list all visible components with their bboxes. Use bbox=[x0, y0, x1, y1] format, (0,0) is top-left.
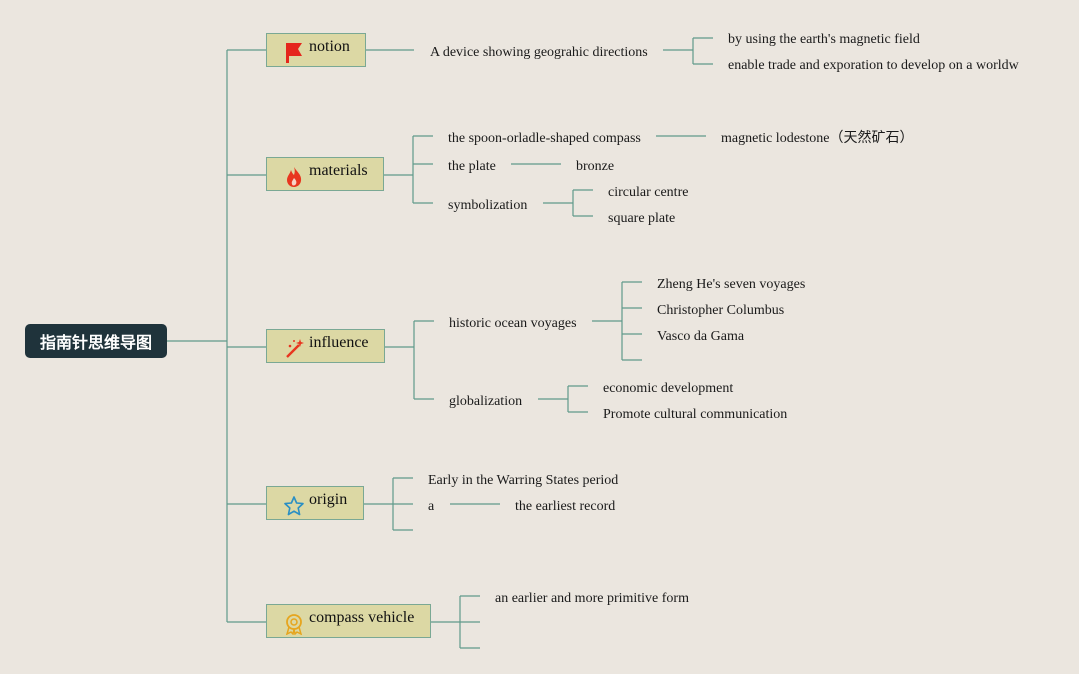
node-the-plate[interactable]: the plate bbox=[448, 159, 496, 174]
node-voyage[interactable]: Christopher Columbus bbox=[657, 303, 785, 318]
topic-origin[interactable]: origin bbox=[266, 486, 364, 520]
node-notion-detail[interactable]: enable trade and exporation to develop o… bbox=[728, 58, 1019, 73]
flag-icon bbox=[283, 42, 305, 64]
topic-label: compass vehicle bbox=[309, 609, 415, 626]
topic-notion[interactable]: notion bbox=[266, 33, 366, 67]
topic-label: origin bbox=[309, 491, 348, 508]
topic-compass-vehicle[interactable]: compass vehicle bbox=[266, 604, 431, 638]
node-primitive-form[interactable]: an earlier and more primitive form bbox=[495, 591, 689, 606]
magic-wand-icon bbox=[283, 338, 305, 360]
node-earliest-record[interactable]: the earliest record bbox=[515, 499, 616, 514]
root-topic[interactable]: 指南针思维导图 bbox=[25, 324, 167, 358]
node-warring-states[interactable]: Early in the Warring States period bbox=[428, 473, 619, 488]
node-notion-definition[interactable]: A device showing geograhic directions bbox=[430, 45, 648, 60]
star-icon bbox=[283, 495, 305, 517]
node-ocean-voyages[interactable]: historic ocean voyages bbox=[449, 316, 577, 331]
node-bronze[interactable]: bronze bbox=[576, 159, 615, 174]
node-magnetic-lodestone[interactable]: magnetic lodestone（天然矿石） bbox=[721, 131, 914, 146]
root-label: 指南针思维导图 bbox=[39, 333, 152, 352]
topic-label: notion bbox=[309, 38, 350, 55]
node-notion-detail[interactable]: by using the earth's magnetic field bbox=[728, 32, 920, 47]
node-symbol[interactable]: square plate bbox=[608, 211, 676, 226]
node-symbol[interactable]: circular centre bbox=[608, 185, 689, 200]
node-a[interactable]: a bbox=[428, 499, 435, 514]
topic-label: influence bbox=[309, 334, 369, 351]
node-globalization-item[interactable]: Promote cultural communication bbox=[603, 407, 788, 422]
node-globalization[interactable]: globalization bbox=[449, 394, 523, 409]
medal-icon bbox=[283, 613, 305, 635]
topic-influence[interactable]: influence bbox=[266, 329, 385, 363]
node-voyage[interactable]: Zheng He's seven voyages bbox=[657, 277, 806, 292]
node-spoon-compass[interactable]: the spoon-orladle-shaped compass bbox=[448, 131, 641, 146]
topic-label: materials bbox=[309, 162, 368, 179]
node-symbolization[interactable]: symbolization bbox=[448, 198, 528, 213]
node-globalization-item[interactable]: economic development bbox=[603, 381, 734, 396]
topic-materials[interactable]: materials bbox=[266, 157, 384, 191]
fire-icon bbox=[283, 166, 305, 188]
node-voyage[interactable]: Vasco da Gama bbox=[657, 329, 745, 344]
